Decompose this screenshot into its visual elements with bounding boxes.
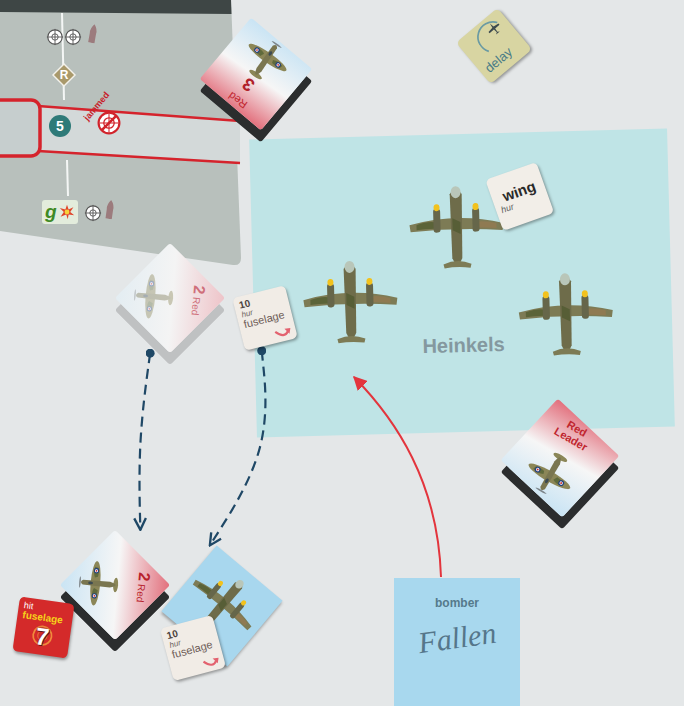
skill-diamond: R xyxy=(52,63,76,87)
spitfire xyxy=(77,560,120,608)
card-rule xyxy=(62,13,64,100)
aircraft-type: hur xyxy=(500,202,515,215)
explosion-icon xyxy=(59,204,75,220)
card-header-strip xyxy=(0,0,232,14)
heinkel-bomber xyxy=(518,272,614,356)
gunnery-letter: g xyxy=(45,202,57,222)
bomber-formation: Heinkels winghur xyxy=(249,129,675,438)
gunnery-box: g xyxy=(42,200,78,224)
bullet-icon xyxy=(88,24,98,44)
chit-face: hitfuselage7 xyxy=(13,597,75,659)
spitfire xyxy=(132,273,175,321)
fighter-counter: Red Leader xyxy=(501,399,620,518)
value-number: 5 xyxy=(56,119,64,134)
jammed-marker: jammed xyxy=(80,94,124,140)
damage-chit: winghur xyxy=(485,162,555,232)
chit-face: winghur xyxy=(485,162,554,231)
crosshair-icon xyxy=(47,29,63,45)
spitfire-picture xyxy=(503,401,618,516)
counter-art: 2Red xyxy=(128,256,213,341)
curl-icon xyxy=(203,657,220,667)
diamond-shape xyxy=(53,64,75,86)
rating-letter: R xyxy=(60,69,69,82)
delay-marker: delay xyxy=(456,8,532,84)
aircraft-number: 2 xyxy=(135,572,153,582)
section-name: Red xyxy=(134,584,146,603)
move-arrow xyxy=(139,353,150,530)
hit-number: 7 xyxy=(34,624,51,651)
aircraft-number: 2 xyxy=(190,285,208,295)
bomber-fallen-note: bomberFallen xyxy=(394,578,520,706)
fighter-counter: 2Red xyxy=(60,530,170,640)
marker-text: delay xyxy=(483,45,516,75)
jammed-icon xyxy=(99,113,120,134)
bullet-icon xyxy=(105,200,114,220)
formation-ground xyxy=(249,129,675,438)
counter-art: Red3 xyxy=(200,18,311,129)
value-circle: 5 xyxy=(49,115,71,137)
note-heading: bomber xyxy=(435,597,479,610)
card-rule xyxy=(67,160,68,196)
counter-art: 2Red xyxy=(73,543,158,628)
hit-chit: hitfuselage7 xyxy=(13,597,75,659)
heinkel-pictures xyxy=(249,129,675,438)
fighter-counter: Red3 xyxy=(200,18,313,131)
curl-icon xyxy=(275,327,292,337)
fighter-counter-ghost: 2Red xyxy=(115,243,225,353)
move-arrow xyxy=(210,351,266,546)
bomber-tile: 10hurfuselage xyxy=(161,545,282,666)
spitfire-picture xyxy=(200,18,311,129)
row-marker xyxy=(0,100,40,156)
section-name: Red xyxy=(189,297,201,316)
chit-face: delay xyxy=(456,8,532,84)
formation-name: Heinkels xyxy=(422,334,505,357)
highlight-row xyxy=(38,106,240,163)
chit-face: 10hurfuselage xyxy=(232,285,297,350)
aircraft-number: 3 xyxy=(239,74,258,95)
damage-chit: 10hurfuselage xyxy=(232,285,297,350)
row-border xyxy=(38,151,240,163)
spitfire xyxy=(520,443,582,503)
section-name: Red Leader xyxy=(548,413,599,456)
aircraft-card xyxy=(0,0,241,265)
crosshair-icon xyxy=(85,205,101,221)
note-script: Fallen xyxy=(416,616,498,658)
heinkel-bomber xyxy=(302,260,398,344)
pointer-arrow xyxy=(354,377,441,577)
mini-icon xyxy=(485,19,503,37)
counter-art: Red Leader xyxy=(503,401,618,516)
heinkel-bomber xyxy=(408,185,504,269)
crosshair-icon xyxy=(65,29,81,45)
explosion-icon xyxy=(59,205,73,219)
damage-location: wing xyxy=(500,179,537,205)
